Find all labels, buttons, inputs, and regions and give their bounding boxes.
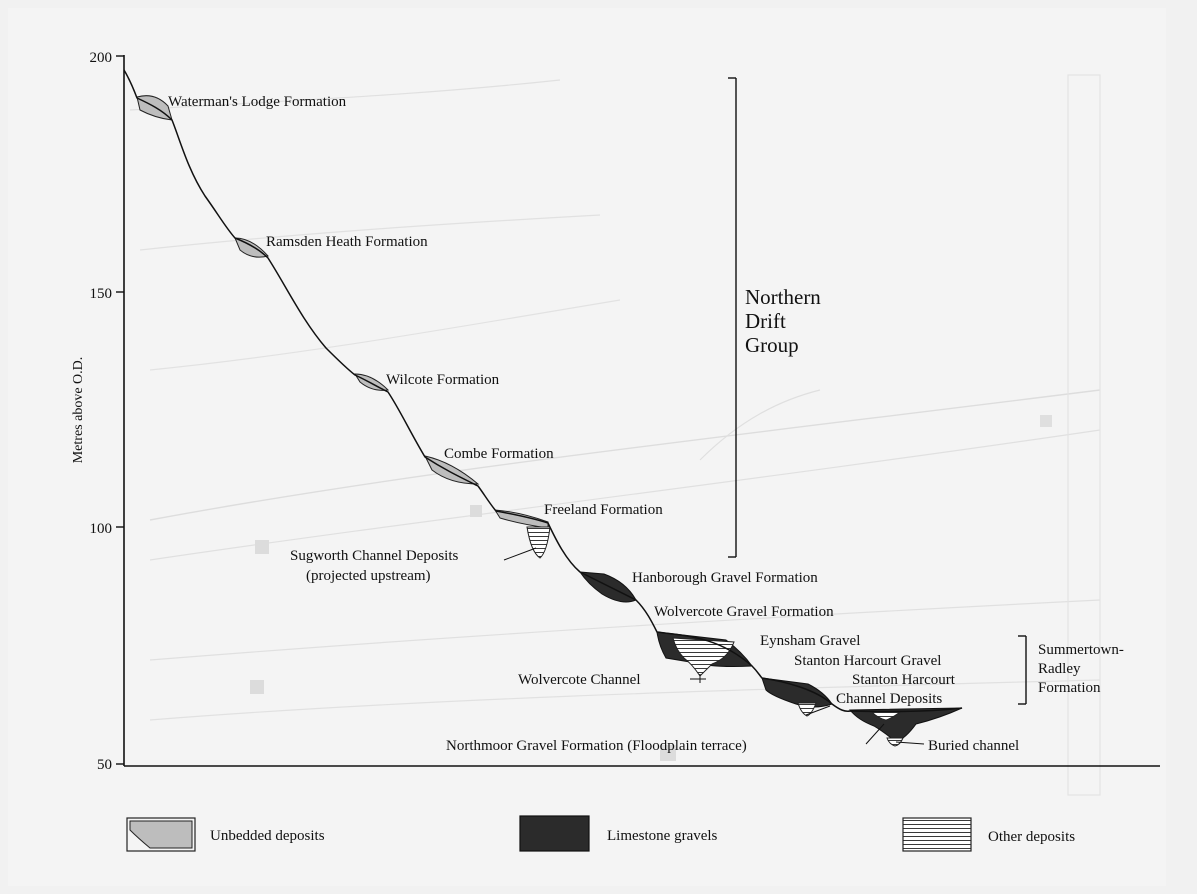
legend-label-other: Other deposits [988, 829, 1075, 845]
legend-item-unbedded: Unbedded deposits [126, 817, 325, 852]
deposit-buried-channel [886, 737, 904, 747]
legend-shape-unbedded [129, 820, 193, 849]
summertown-radley-line-1: Summertown- [1038, 642, 1124, 658]
valley-profile-line [123, 69, 963, 713]
y-tick-200: 200 [90, 50, 113, 66]
deposit-northmoor [848, 707, 963, 743]
summertown-radley-line-2: Radley [1038, 661, 1081, 677]
label-sugworth-1: Sugworth Channel Deposits [290, 548, 458, 564]
deposit-combe [424, 455, 480, 485]
northern-drift-line-3: Group [745, 333, 799, 357]
summertown-radley-line-3: Formation [1038, 680, 1101, 696]
northern-drift-line-2: Drift [745, 309, 786, 333]
label-buried-channel: Buried channel [928, 738, 1019, 754]
label-northmoor: Northmoor Gravel Formation (Floodplain t… [446, 738, 747, 754]
legend-swatch-other [902, 817, 972, 852]
label-ramsden-heath: Ramsden Heath Formation [266, 234, 428, 250]
y-tick-100: 100 [90, 521, 113, 537]
y-axis-label: Metres above O.D. [71, 357, 86, 464]
label-stanton-channel-2: Channel Deposits [836, 691, 942, 707]
deposits [136, 95, 963, 747]
legend: Unbedded deposits Limestone gravels Othe… [126, 815, 1075, 852]
y-tick-150: 150 [90, 286, 113, 302]
background-ghost-map [129, 74, 1101, 796]
label-freeland: Freeland Formation [544, 502, 663, 518]
legend-label-limestone: Limestone gravels [607, 828, 718, 844]
deposit-ramsden-heath [234, 237, 269, 258]
legend-swatch-limestone [519, 815, 590, 852]
deposit-northmoor-hatch [871, 711, 902, 721]
summertown-radley-label: Summertown- Radley Formation [1038, 642, 1124, 696]
label-hanborough: Hanborough Gravel Formation [632, 570, 818, 586]
deposit-sugworth-channel [526, 526, 551, 559]
legend-item-other: Other deposits [902, 817, 1075, 852]
y-tick-50: 50 [97, 757, 112, 773]
legend-item-limestone: Limestone gravels [519, 815, 718, 852]
northern-drift-bracket [728, 77, 737, 558]
scanned-plate-background [8, 8, 1166, 886]
summertown-radley-bracket [1018, 635, 1027, 705]
label-stanton-channel-1: Stanton Harcourt [852, 672, 956, 688]
formation-labels: Waterman's Lodge Formation Ramsden Heath… [168, 94, 1019, 754]
label-wolvercote-channel: Wolvercote Channel [518, 672, 641, 688]
label-combe: Combe Formation [444, 446, 554, 462]
deposit-stanton-harcourt-channel [797, 702, 817, 717]
leader-lines [503, 547, 925, 745]
legend-label-unbedded: Unbedded deposits [210, 828, 325, 844]
label-watermans-lodge: Waterman's Lodge Formation [168, 94, 347, 110]
label-wilcote: Wilcote Formation [386, 372, 500, 388]
label-sugworth-2: (projected upstream) [306, 568, 431, 584]
deposit-wilcote [354, 373, 390, 391]
deposit-eynsham-stanton-gravel [761, 677, 833, 708]
label-wolvercote-gravel: Wolvercote Gravel Formation [654, 604, 834, 620]
northern-drift-group-label: Northern Drift Group [745, 285, 821, 357]
northern-drift-line-1: Northern [745, 285, 821, 309]
label-stanton-gravel: Stanton Harcourt Gravel [794, 653, 941, 669]
label-eynsham: Eynsham Gravel [760, 633, 860, 649]
y-axis: 200 150 100 50 Metres above O.D. [71, 50, 125, 773]
